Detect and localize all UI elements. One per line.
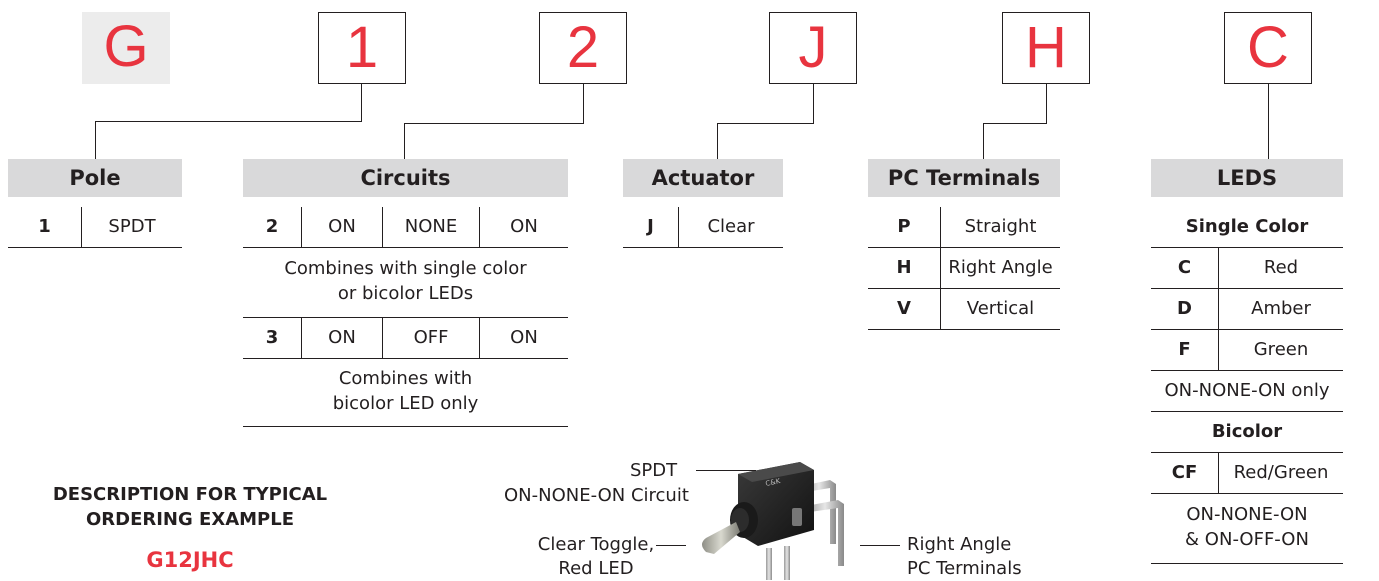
callout-circuit: ON-NONE-ON Circuit <box>504 485 689 506</box>
code-char-leds: C <box>1224 12 1312 84</box>
connector-leds <box>1268 84 1270 159</box>
callout-toggle-line: Clear Toggle, <box>537 534 655 555</box>
led-code: CF <box>1171 462 1198 483</box>
table-row: V Vertical <box>868 289 1060 330</box>
circuit-note-line: or bicolor LEDs <box>337 283 474 304</box>
led-desc: Green <box>1253 339 1309 360</box>
table-row: CF Red/Green <box>1151 453 1343 494</box>
circuit-pos-c: ON <box>510 327 538 348</box>
table-row: 2 ON NONE ON <box>243 207 568 248</box>
svg-text:C&K: C&K <box>765 477 782 488</box>
circuit-note: Combines with bicolor LED only <box>243 359 568 427</box>
terminal-code: P <box>897 216 911 237</box>
code-char-terminals: H <box>1002 12 1090 84</box>
circuit-pos-b: NONE <box>404 216 458 237</box>
actuator-desc: Clear <box>707 216 755 237</box>
circuit-note-line: bicolor LED only <box>332 393 479 414</box>
actuator-code: J <box>647 216 654 237</box>
pole-code: 1 <box>38 216 51 237</box>
callout-spdt: SPDT <box>630 460 678 481</box>
circuit-pos-a: ON <box>328 327 356 348</box>
code-char-series: G <box>82 12 170 84</box>
terminal-code: H <box>896 257 912 278</box>
circuit-code: 2 <box>265 216 279 237</box>
circuit-pos-b: OFF <box>413 327 449 348</box>
leds-table: Single Color C Red D Amber F Green ON-NO… <box>1151 207 1343 564</box>
table-row: H Right Angle <box>868 248 1060 289</box>
circuit-pos-a: ON <box>328 216 356 237</box>
led-desc: Red <box>1263 257 1299 278</box>
toggle-switch-image: C&K <box>702 462 844 580</box>
table-row: P Straight <box>868 207 1060 248</box>
callout-terminals: Right Angle PC Terminals <box>907 533 1022 581</box>
example-heading: DESCRIPTION FOR TYPICAL ORDERING EXAMPLE <box>40 482 340 532</box>
terminal-desc: Straight <box>964 216 1037 237</box>
leds-bicolor-note-line: & ON-OFF-ON <box>1185 529 1309 550</box>
circuit-code: 3 <box>265 327 279 348</box>
actuator-table: J Clear <box>623 207 783 248</box>
led-code: F <box>1178 339 1191 360</box>
connector-pole <box>361 84 363 122</box>
pole-desc: SPDT <box>108 216 156 237</box>
connector-actuator <box>813 84 815 124</box>
circuits-table: 2 ON NONE ON Combines with single color … <box>243 207 568 427</box>
circuit-note-line: Combines with single color <box>284 258 527 279</box>
table-row: C Red <box>1151 248 1343 289</box>
code-char-actuator: J <box>769 12 857 84</box>
pole-header: Pole <box>8 159 182 197</box>
callout-toggle: Clear Toggle, Red LED <box>496 533 696 581</box>
leds-bicolor-note-line: ON-NONE-ON <box>1186 504 1308 525</box>
connector-terminals <box>1046 84 1048 124</box>
led-desc: Amber <box>1251 298 1311 319</box>
example-part-number: G12JHC <box>146 548 234 572</box>
leds-single-note: ON-NONE-ON only <box>1151 371 1343 412</box>
example-heading-line: ORDERING EXAMPLE <box>85 509 295 530</box>
actuator-header: Actuator <box>623 159 783 197</box>
table-row: D Amber <box>1151 289 1343 330</box>
code-char-pole: 1 <box>318 12 406 84</box>
leds-single-color-label: Single Color <box>1151 207 1343 248</box>
callout-terminals-line: PC Terminals <box>907 558 1022 579</box>
leds-bicolor-label: Bicolor <box>1151 412 1343 453</box>
terminals-header: PC Terminals <box>868 159 1060 197</box>
table-row: 3 ON OFF ON <box>243 318 568 359</box>
circuit-pos-c: ON <box>510 216 538 237</box>
leds-header: LEDS <box>1151 159 1343 197</box>
connector-circuits <box>583 84 585 124</box>
circuit-note-line: Combines with <box>338 368 473 389</box>
callout-toggle-line: Red LED <box>558 558 634 579</box>
terminal-code: V <box>897 298 911 319</box>
table-row: F Green <box>1151 330 1343 371</box>
table-row: 1 SPDT <box>8 207 182 248</box>
terminal-desc: Vertical <box>966 298 1035 319</box>
callout-terminals-line: Right Angle <box>907 534 1012 555</box>
example-heading-line: DESCRIPTION FOR TYPICAL <box>52 484 328 505</box>
circuits-header: Circuits <box>243 159 568 197</box>
pole-table: 1 SPDT <box>8 207 182 248</box>
led-code: C <box>1177 257 1192 278</box>
table-row: J Clear <box>623 207 783 248</box>
code-char-circuit: 2 <box>539 12 627 84</box>
leds-bicolor-note: ON-NONE-ON & ON-OFF-ON <box>1151 494 1343 564</box>
terminal-desc: Right Angle <box>948 257 1053 278</box>
circuit-note: Combines with single color or bicolor LE… <box>243 248 568 318</box>
terminals-table: P Straight H Right Angle V Vertical <box>868 207 1060 330</box>
led-code: D <box>1177 298 1192 319</box>
led-desc: Red/Green <box>1233 462 1329 483</box>
